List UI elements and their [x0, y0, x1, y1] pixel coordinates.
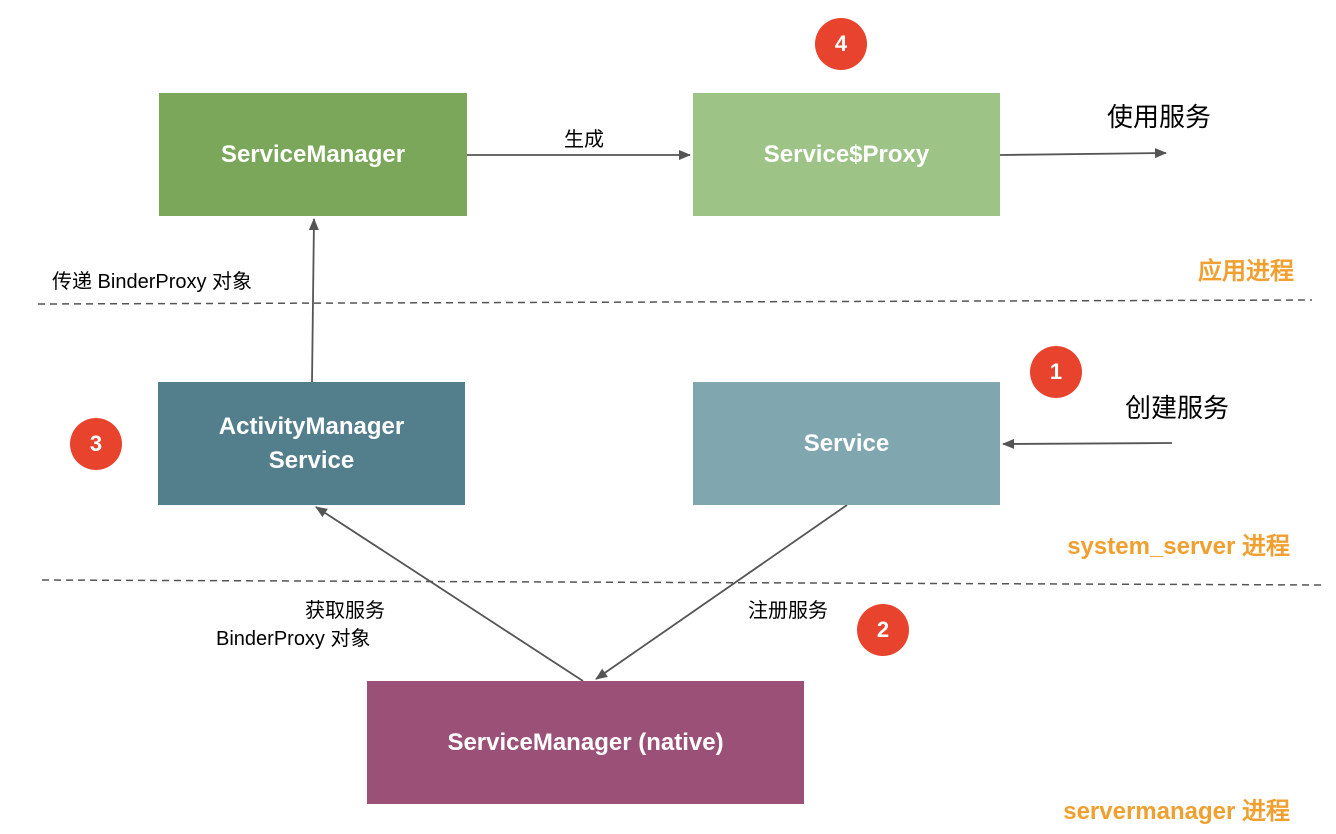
zone-label-servermanager: servermanager 进程 [1063, 798, 1290, 825]
edge-label-generate: 生成 [564, 129, 604, 151]
edge-label-register-service: 注册服务 [748, 600, 828, 622]
arrow-register-service [595, 504, 848, 680]
node-service-manager-native-label: ServiceManager (native) [447, 728, 724, 756]
node-service-manager-label: ServiceManager [220, 140, 406, 168]
node-service-label: Service [803, 429, 890, 457]
step-badge-2: 2 [857, 604, 909, 656]
arrow-create-service [1002, 438, 1173, 449]
edge-label-use-service: 使用服务 [1107, 102, 1212, 132]
step-badge-1: 1 [1030, 346, 1082, 398]
arrow-use-service [999, 148, 1167, 159]
edge-label-pass-binder: 传递 BinderProxy 对象 [52, 271, 253, 293]
zone-label-system-server: system_server 进程 [1067, 533, 1290, 560]
arrow-get-service [315, 506, 584, 682]
edge-label-get-service-line2: BinderProxy 对象 [216, 628, 371, 650]
step-badge-3: 3 [70, 418, 122, 470]
edge-label-create-service: 创建服务 [1125, 393, 1230, 423]
node-activity-manager-line1: ActivityManager [218, 412, 405, 440]
node-service-manager-native: ServiceManager (native) [367, 681, 804, 804]
node-activity-manager-service: ActivityManager Service [158, 382, 465, 505]
arrow-pass-binder [308, 218, 319, 383]
zone-label-app-process: 应用进程 [1198, 258, 1294, 285]
node-service: Service [693, 382, 1000, 505]
node-service-proxy-label: Service$Proxy [763, 140, 930, 168]
edge-label-get-service-line1: 获取服务 [305, 600, 385, 622]
node-activity-manager-line2: Service [268, 446, 355, 474]
step-badge-4: 4 [815, 18, 867, 70]
process-divider-bottom [41, 579, 1325, 586]
node-service-proxy: Service$Proxy [693, 93, 1000, 216]
process-divider-top [37, 299, 1313, 305]
node-service-manager: ServiceManager [159, 93, 467, 216]
